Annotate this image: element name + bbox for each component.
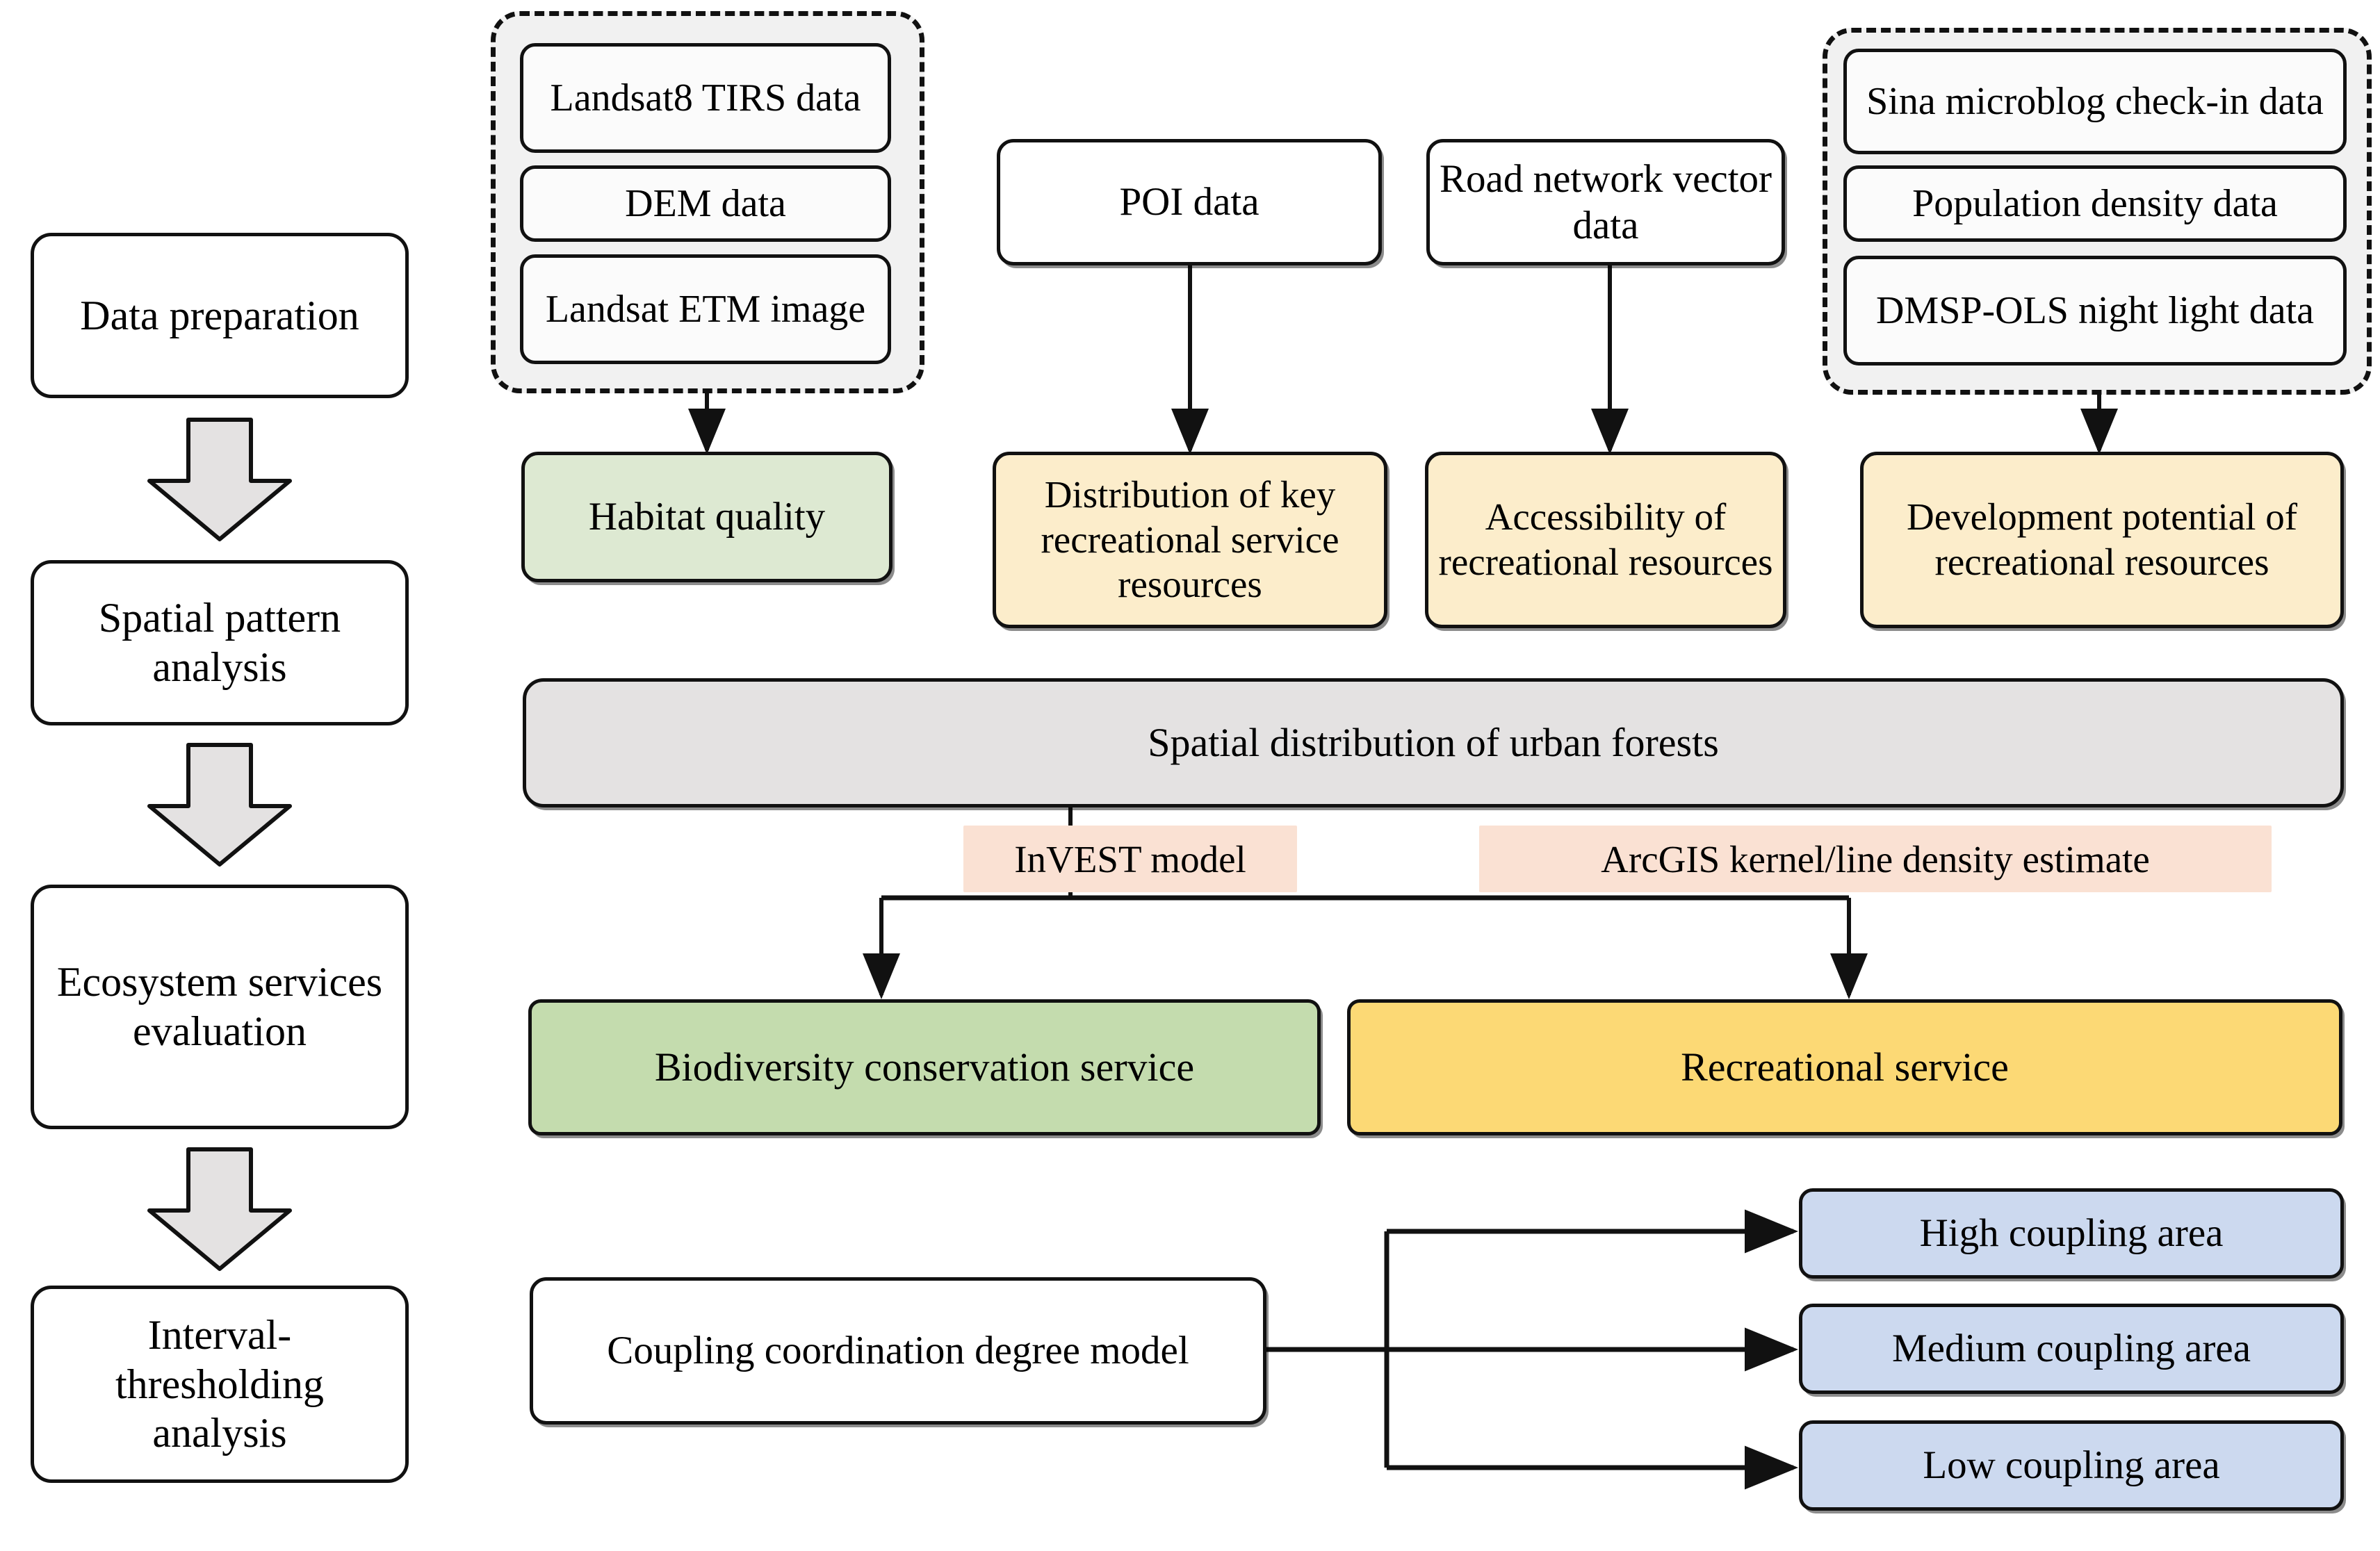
source-box-road-network[interactable]: Road network vector data [1426, 139, 1785, 265]
source-box-sina-microblog[interactable]: Sina microblog check-in data [1843, 49, 2347, 154]
source-label: Landsat8 TIRS data [550, 76, 861, 120]
coupling-area-box-high[interactable]: High coupling area [1799, 1188, 2344, 1279]
service-box-recreational[interactable]: Recreational service [1347, 999, 2342, 1135]
indicator-label: Distribution of key recreational service… [1041, 473, 1339, 606]
stage-label: Interval-thresholding analysis [115, 1311, 324, 1456]
stage-arrow-2 [147, 743, 292, 867]
stage-label: Spatial pattern analysis [98, 595, 341, 690]
indicator-box-distribution-key-recreational[interactable]: Distribution of key recreational service… [993, 452, 1387, 628]
spatial-distribution-label: Spatial distribution of urban forests [1148, 719, 1719, 765]
source-label: DMSP-OLS night light data [1875, 288, 2315, 332]
method-chip-invest-model[interactable]: InVEST model [963, 826, 1297, 892]
service-box-biodiversity-conservation[interactable]: Biodiversity conservation service [528, 999, 1321, 1135]
indicator-box-development-potential[interactable]: Development potential of recreational re… [1860, 452, 2344, 628]
indicator-box-habitat-quality[interactable]: Habitat quality [521, 452, 892, 582]
source-label: POI data [1119, 180, 1260, 224]
stage-box-data-preparation[interactable]: Data preparation [31, 233, 409, 398]
indicator-label: Habitat quality [588, 495, 826, 539]
stage-arrow-3 [147, 1147, 292, 1271]
coupling-area-label: Medium coupling area [1891, 1327, 2251, 1371]
source-box-landsat8-tirs[interactable]: Landsat8 TIRS data [520, 43, 891, 153]
stage-box-spatial-pattern-analysis[interactable]: Spatial pattern analysis [31, 560, 409, 725]
coupling-area-box-low[interactable]: Low coupling area [1799, 1420, 2344, 1511]
coupling-area-label: Low coupling area [1923, 1443, 2220, 1488]
indicator-label: Accessibility of recreational resources [1438, 495, 1773, 583]
source-box-population-density[interactable]: Population density data [1843, 165, 2347, 242]
source-box-dmsp-ols[interactable]: DMSP-OLS night light data [1843, 256, 2347, 366]
method-chip-arcgis-density[interactable]: ArcGIS kernel/line density estimate [1479, 826, 2272, 892]
stage-label: Ecosystem services evaluation [56, 959, 383, 1054]
coupling-model-label: Coupling coordination degree model [607, 1329, 1189, 1373]
source-box-dem[interactable]: DEM data [520, 165, 891, 242]
spatial-distribution-band[interactable]: Spatial distribution of urban forests [523, 678, 2344, 807]
source-label: Population density data [1912, 181, 2278, 225]
source-box-poi-data[interactable]: POI data [997, 139, 1382, 265]
stage-arrow-1 [147, 418, 292, 541]
stage-box-ecosystem-services-evaluation[interactable]: Ecosystem services evaluation [31, 885, 409, 1129]
method-label: ArcGIS kernel/line density estimate [1601, 837, 2150, 880]
indicator-box-accessibility-recreational[interactable]: Accessibility of recreational resources [1425, 452, 1786, 628]
source-box-landsat-etm[interactable]: Landsat ETM image [520, 254, 891, 364]
source-label: Sina microblog check-in data [1866, 79, 2324, 123]
stage-label: Data preparation [80, 292, 359, 338]
indicator-label: Development potential of recreational re… [1906, 495, 2298, 583]
source-label: Landsat ETM image [545, 287, 866, 331]
source-label: Road network vector data [1440, 156, 1772, 247]
stage-box-interval-thresholding-analysis[interactable]: Interval-thresholding analysis [31, 1286, 409, 1483]
method-label: InVEST model [1014, 837, 1246, 880]
coupling-model-box[interactable]: Coupling coordination degree model [530, 1277, 1266, 1425]
source-label: DEM data [625, 181, 786, 225]
coupling-area-box-medium[interactable]: Medium coupling area [1799, 1304, 2344, 1394]
coupling-area-label: High coupling area [1919, 1211, 2224, 1256]
service-label: Biodiversity conservation service [654, 1044, 1195, 1090]
service-label: Recreational service [1681, 1044, 2009, 1090]
